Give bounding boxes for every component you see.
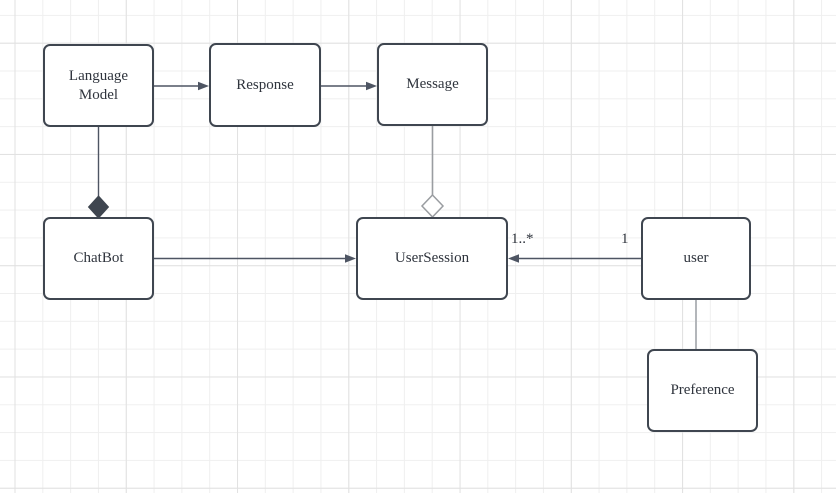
node-preference[interactable]: Preference: [647, 349, 758, 432]
hollow-diamond-icon: [420, 193, 445, 219]
node-label: Response: [236, 76, 294, 93]
node-label: UserSession: [394, 250, 470, 267]
node-user[interactable]: user: [641, 217, 751, 300]
node-label: user: [683, 250, 709, 267]
arrowhead-icon: [345, 254, 356, 263]
node-message[interactable]: Message: [377, 43, 488, 126]
arrowhead-icon: [366, 81, 377, 91]
arrowhead-icon: [198, 81, 209, 91]
node-label: Message: [406, 76, 459, 93]
node-usersession[interactable]: UserSession: [356, 217, 508, 300]
node-label: ChatBot: [73, 250, 124, 267]
edge-multiplicity-label-target[interactable]: 1..*: [511, 231, 534, 247]
filled-diamond-icon: [87, 195, 110, 219]
node-response[interactable]: Response: [209, 43, 321, 127]
edge-multiplicity-label-source[interactable]: 1: [621, 231, 629, 247]
node-label: Preference: [670, 382, 735, 399]
arrowhead-icon: [508, 254, 519, 263]
node-label: Language Model: [68, 67, 129, 103]
node-language-model[interactable]: Language Model: [43, 44, 154, 127]
node-chatbot[interactable]: ChatBot: [43, 217, 154, 300]
